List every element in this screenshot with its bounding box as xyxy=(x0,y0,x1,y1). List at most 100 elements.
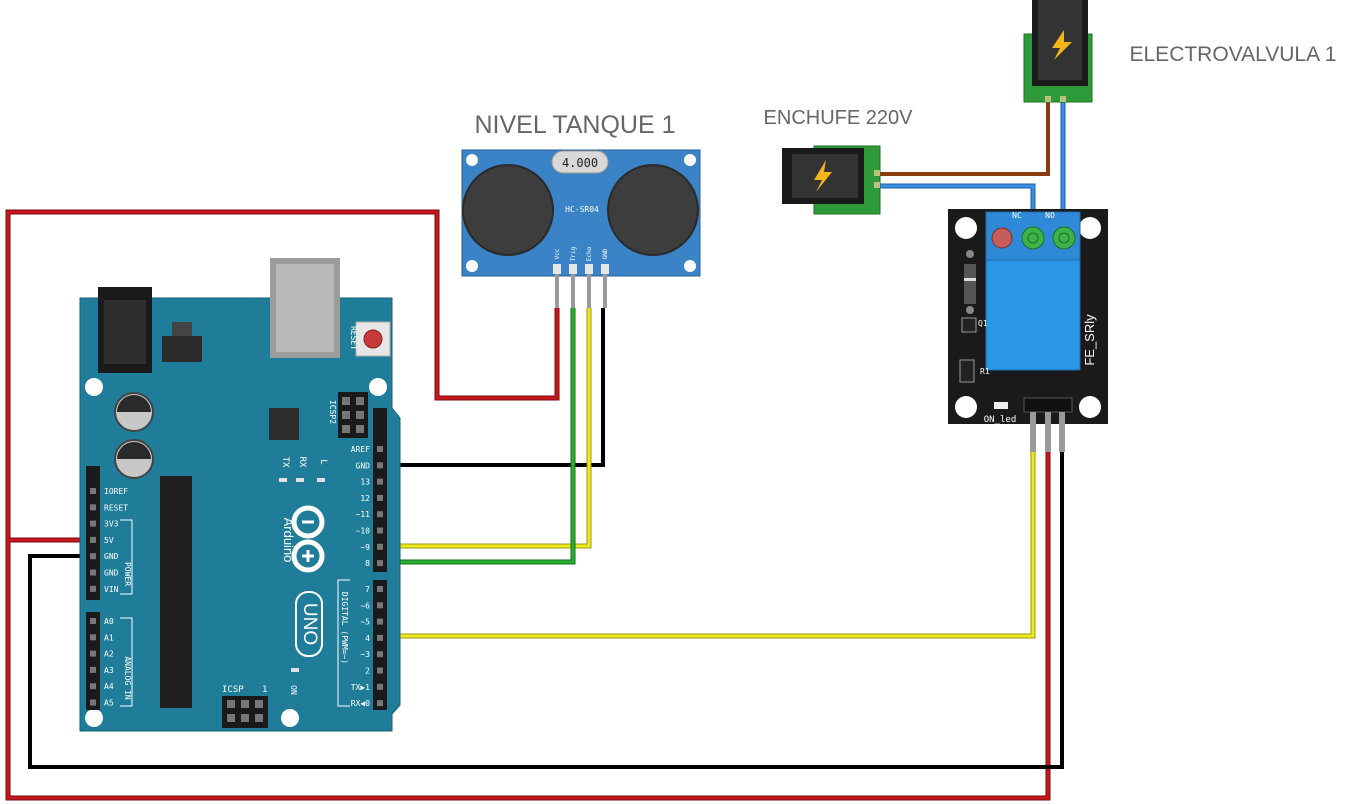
sensor-pin-trig[interactable] xyxy=(569,264,577,274)
wire-green-pin8-to-trig xyxy=(380,308,576,565)
diode xyxy=(964,264,976,304)
digital-header-pin[interactable] xyxy=(377,527,383,534)
icsp-pin1: 1 xyxy=(262,685,267,695)
plug-title: ENCHUFE 220V xyxy=(764,107,914,129)
digital-header-pin-label: ~11 xyxy=(356,510,371,519)
analog-header-pin[interactable] xyxy=(90,634,96,641)
power-header-pin[interactable] xyxy=(90,536,96,543)
power-header-pin-label: 3V3 xyxy=(104,520,119,529)
terminal-no[interactable] xyxy=(1052,226,1076,250)
digital-header-pin-label: TX▶1 xyxy=(351,683,370,692)
digital-header-pin-label: ~3 xyxy=(360,650,370,659)
sensor-title: NIVEL TANQUE 1 xyxy=(475,111,676,139)
analog-header-pin-label: A3 xyxy=(104,666,114,675)
analog-header-pin-label: A4 xyxy=(104,682,114,691)
led-rx-label: RX xyxy=(297,457,307,468)
digital-header-pin[interactable] xyxy=(377,478,383,485)
digital-header-pin[interactable] xyxy=(377,511,383,518)
power-section-label: POWER xyxy=(123,562,132,586)
digital-section-label: DIGITAL (PWM=~) xyxy=(340,592,349,664)
power-header xyxy=(86,466,100,600)
resistor xyxy=(959,359,975,383)
on-led-label: ON_led xyxy=(984,415,1017,425)
led-l-label: L xyxy=(318,459,328,464)
crystal-label: 4.000 xyxy=(562,156,598,170)
power-header-pin[interactable] xyxy=(90,585,96,592)
sensor-pin-label: GND xyxy=(602,248,609,259)
power-header-pin-label: GND xyxy=(104,569,119,578)
digital-header-pin-label: 13 xyxy=(360,478,370,487)
digital-header-pin[interactable] xyxy=(377,651,383,658)
wire-brown-plug-to-valve xyxy=(878,100,1050,176)
digital-header-pin[interactable] xyxy=(377,586,383,592)
analog-header-pin-label: A2 xyxy=(104,650,114,659)
power-plug-220v: ENCHUFE 220V xyxy=(764,107,914,215)
sensor-pin-vcc[interactable] xyxy=(553,264,561,274)
power-header-pin[interactable] xyxy=(90,569,96,576)
led-l xyxy=(317,478,325,482)
digital-header-pin[interactable] xyxy=(377,602,383,609)
usb-chip xyxy=(269,408,299,440)
analog-section-label: ANALOG IN xyxy=(123,656,132,700)
mount-hole xyxy=(281,709,299,727)
analog-header xyxy=(86,612,100,710)
digital-header-pin-label: 7 xyxy=(365,585,370,594)
analog-header-pin[interactable] xyxy=(90,683,96,690)
mount-hole xyxy=(85,378,103,396)
arduino-brand: Arduino xyxy=(281,518,296,563)
analog-header-pin[interactable] xyxy=(90,699,96,706)
relay-module: NC NO FE_SRly Q1 R1 ON_led xyxy=(948,209,1108,452)
digital-header-pin[interactable] xyxy=(377,618,383,625)
power-header-pin[interactable] xyxy=(90,520,96,527)
analog-header-pin[interactable] xyxy=(90,650,96,657)
wires xyxy=(5,100,1066,801)
power-header-pin[interactable] xyxy=(90,553,96,560)
digital-header-pin[interactable] xyxy=(377,700,383,707)
digital-header-pin[interactable] xyxy=(377,543,383,550)
crystal xyxy=(551,150,609,174)
digital-header-top xyxy=(373,408,387,572)
uno-logo: UNO xyxy=(299,603,320,645)
digital-header-pin[interactable] xyxy=(377,494,383,501)
led-tx-label: TX xyxy=(280,457,290,468)
digital-header-pin[interactable] xyxy=(377,462,383,469)
digital-header-pin-label: RX◀0 xyxy=(351,699,370,708)
digital-header-pin-label: 4 xyxy=(365,634,370,643)
led-tx xyxy=(279,478,287,482)
sensor-pin-label: Vcc xyxy=(554,248,561,259)
digital-header-pin[interactable] xyxy=(377,683,383,690)
led-rx xyxy=(296,478,304,482)
relay-body xyxy=(985,259,1081,371)
digital-header-pin[interactable] xyxy=(377,560,383,567)
power-header-pin[interactable] xyxy=(90,504,96,511)
receiver-transducer xyxy=(607,164,699,256)
power-header-pin-label: 5V xyxy=(104,536,114,545)
analog-header-pin[interactable] xyxy=(90,618,96,624)
digital-header-pin[interactable] xyxy=(377,634,383,641)
on-led xyxy=(994,402,1008,409)
icsp-label: ICSP xyxy=(222,685,244,695)
reset-label: RESET xyxy=(349,326,358,350)
on-label: ON xyxy=(289,685,298,695)
digital-header-pin-label: ~10 xyxy=(356,527,371,536)
r1-label: R1 xyxy=(980,367,990,376)
digital-header-pin-label: ~5 xyxy=(360,618,370,627)
sensor-pin-echo[interactable] xyxy=(585,264,593,274)
terminal-nc[interactable] xyxy=(1021,226,1045,250)
power-header-pin[interactable] xyxy=(90,488,96,494)
sensor-pin-label: Echo xyxy=(586,246,593,261)
led-on xyxy=(291,668,299,672)
digital-header-pin[interactable] xyxy=(377,446,383,452)
wire-black-gnd-to-sensor-gnd xyxy=(380,308,605,467)
sensor-pin-gnd[interactable] xyxy=(601,264,609,274)
analog-header-pin[interactable] xyxy=(90,666,96,673)
terminal-com xyxy=(991,227,1013,249)
mount-hole xyxy=(85,709,103,727)
power-header-pin-label: GND xyxy=(104,552,119,561)
q1-label: Q1 xyxy=(978,319,988,328)
digital-header-pin-label: GND xyxy=(356,461,371,470)
digital-header-pin[interactable] xyxy=(377,667,383,674)
digital-header-pin-label: 12 xyxy=(360,494,370,503)
